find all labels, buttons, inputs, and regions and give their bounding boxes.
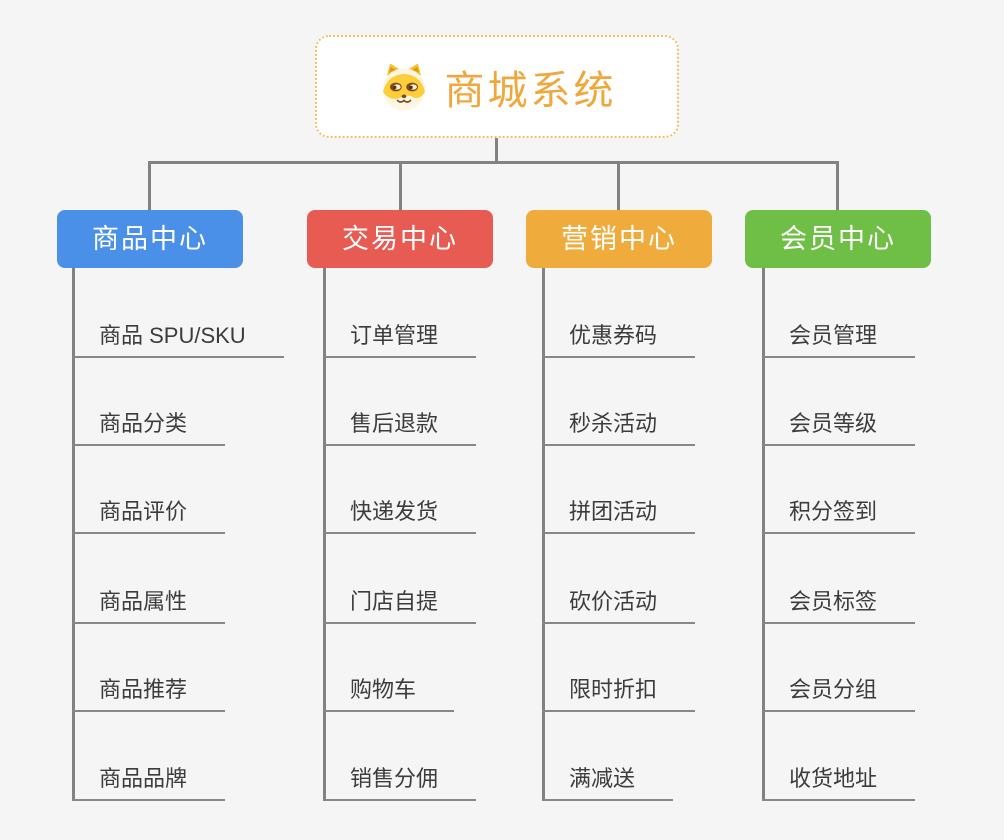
connector-line — [323, 268, 326, 801]
branch-node-trade-center[interactable]: 交易中心 — [307, 210, 493, 268]
connector-line — [148, 161, 839, 164]
topic-node[interactable]: 商品推荐 — [72, 676, 226, 712]
topic-node[interactable]: 砍价活动 — [542, 588, 696, 624]
root-node[interactable]: 商城系统 — [315, 35, 679, 138]
topic-node[interactable]: 优惠券码 — [542, 322, 696, 358]
connector-line — [148, 161, 151, 210]
topic-node[interactable]: 售后退款 — [323, 410, 477, 446]
topic-node[interactable]: 限时折扣 — [542, 676, 696, 712]
topic-node[interactable]: 门店自提 — [323, 588, 477, 624]
topic-node[interactable]: 商品品牌 — [72, 765, 226, 801]
topic-node[interactable]: 拼团活动 — [542, 498, 696, 534]
topic-node[interactable]: 秒杀活动 — [542, 410, 696, 446]
connector-line — [617, 161, 620, 210]
topic-node[interactable]: 订单管理 — [323, 322, 477, 358]
connector-line — [836, 161, 839, 210]
connector-line — [399, 161, 402, 210]
topic-node[interactable]: 积分签到 — [762, 498, 916, 534]
topic-node[interactable]: 销售分佣 — [323, 765, 477, 801]
branch-node-member-center[interactable]: 会员中心 — [745, 210, 931, 268]
topic-node[interactable]: 商品属性 — [72, 588, 226, 624]
topic-node[interactable]: 会员标签 — [762, 588, 916, 624]
topic-node[interactable]: 会员等级 — [762, 410, 916, 446]
dog-face-icon — [378, 62, 430, 112]
connector-line — [495, 138, 498, 164]
connector-line — [542, 268, 545, 801]
connector-line — [72, 268, 75, 801]
branch-node-product-center[interactable]: 商品中心 — [57, 210, 243, 268]
root-title: 商城系统 — [444, 68, 617, 113]
topic-node[interactable]: 商品评价 — [72, 498, 226, 534]
topic-node[interactable]: 会员管理 — [762, 322, 916, 358]
topic-node[interactable]: 商品 SPU/SKU — [72, 322, 284, 358]
connector-line — [762, 268, 765, 801]
topic-node[interactable]: 收货地址 — [762, 765, 916, 801]
topic-node[interactable]: 购物车 — [323, 676, 455, 712]
topic-node[interactable]: 商品分类 — [72, 410, 226, 446]
topic-node[interactable]: 满减送 — [542, 765, 674, 801]
branch-node-marketing-center[interactable]: 营销中心 — [526, 210, 712, 268]
topic-node[interactable]: 快递发货 — [323, 498, 477, 534]
topic-node[interactable]: 会员分组 — [762, 676, 916, 712]
